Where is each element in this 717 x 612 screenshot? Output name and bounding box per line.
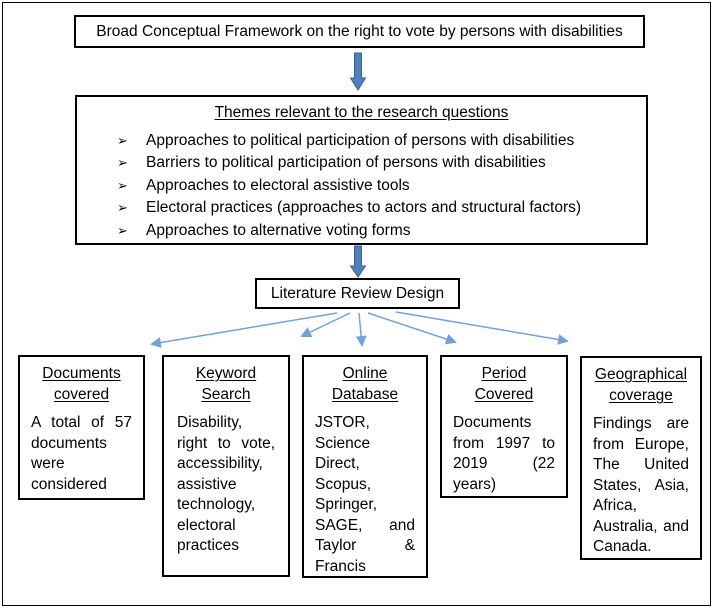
arrow-bullet-icon: ➢ <box>117 222 128 238</box>
branch-box-keyword-search: Keyword Search Disability, right to vote… <box>162 355 290 577</box>
branch-title: Documents covered <box>42 365 121 403</box>
branch-box-documents-covered: Documents covered A total of 57 document… <box>18 355 145 500</box>
arrow-bullet-icon: ➢ <box>117 200 128 216</box>
themes-list: ➢ Approaches to political participation … <box>77 130 646 242</box>
theme-item-text: Barriers to political participation of p… <box>146 154 546 172</box>
branch-body: Disability, right to vote, accessibility… <box>177 414 275 554</box>
broad-framework-text: Broad Conceptual Framework on the right … <box>96 22 623 40</box>
branch-body: A total of 57 documents were considered <box>31 414 132 493</box>
branch-title: Online Database <box>331 365 399 403</box>
themes-box: Themes relevant to the research question… <box>75 95 648 245</box>
literature-review-design-box: Literature Review Design <box>255 278 460 309</box>
branch-title: Keyword Search <box>195 365 257 403</box>
theme-item-text: Approaches to political participation of… <box>146 132 575 149</box>
theme-item-text: Approaches to alternative voting forms <box>146 221 411 239</box>
outer-frame <box>2 2 711 606</box>
branch-body: Documents from 1997 to 2019 (22 years) <box>453 414 555 493</box>
branch-box-geographical-coverage: Geographical coverage Findings are from … <box>580 356 702 560</box>
branch-box-period-covered: Period Covered Documents from 1997 to 20… <box>440 355 568 498</box>
arrow-bullet-icon: ➢ <box>117 133 128 148</box>
theme-item: ➢ Approaches to political participation … <box>117 130 634 152</box>
branch-title: Period Covered <box>474 365 534 403</box>
branch-title: Geographical coverage <box>594 366 688 404</box>
broad-framework-box: Broad Conceptual Framework on the right … <box>74 15 645 48</box>
literature-review-design-text: Literature Review Design <box>270 284 445 302</box>
down-arrow-icon <box>349 245 367 278</box>
theme-item: ➢ Approaches to electoral assistive tool… <box>117 175 634 197</box>
branch-body: JSTOR, Science Direct, Scopus, Springer,… <box>315 414 415 575</box>
theme-item: ➢ Barriers to political participation of… <box>117 152 634 174</box>
theme-item-text: Electoral practices (approaches to actor… <box>146 199 582 217</box>
theme-item-text: Approaches to electoral assistive tools <box>146 176 410 194</box>
themes-title: Themes relevant to the research question… <box>214 104 509 121</box>
branch-body: Findings are from Europe, The United Sta… <box>593 415 689 555</box>
theme-item: ➢ Electoral practices (approaches to act… <box>117 197 634 219</box>
down-arrow-icon <box>349 52 367 91</box>
arrow-bullet-icon: ➢ <box>117 155 128 171</box>
fan-arrows-icon <box>150 311 569 348</box>
branch-box-online-database: Online Database JSTOR, Science Direct, S… <box>302 355 428 578</box>
theme-item: ➢ Approaches to alternative voting forms <box>117 220 634 242</box>
arrow-bullet-icon: ➢ <box>117 177 128 193</box>
